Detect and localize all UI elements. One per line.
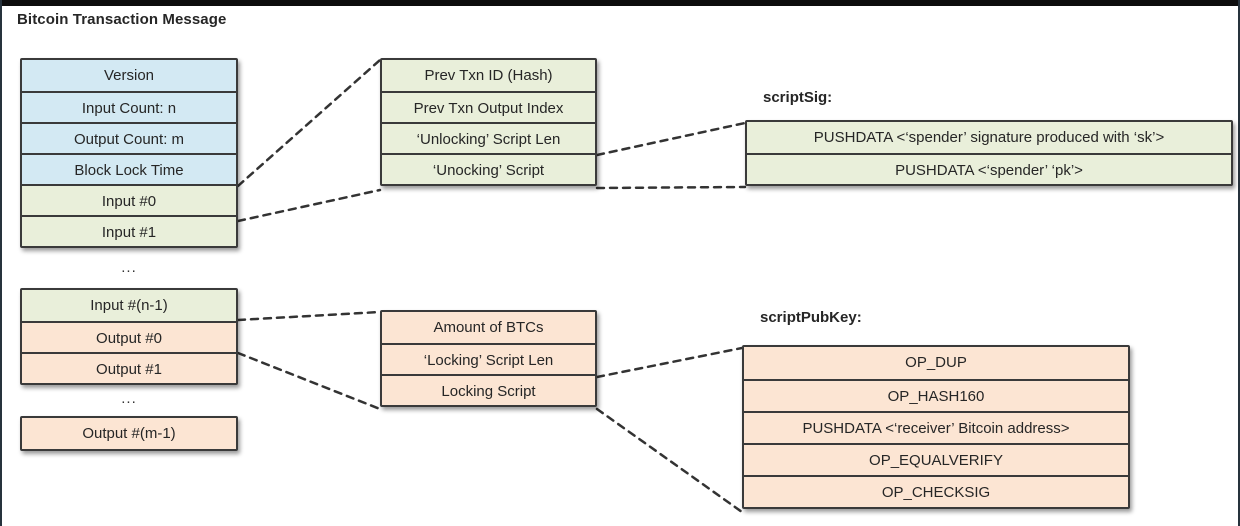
scriptsig-stack: PUSHDATA <‘spender’ signature produced w…: [745, 120, 1233, 186]
frame-left-border: [0, 0, 2, 526]
ellipsis-outputs: ...: [121, 390, 137, 407]
field-output-m1: Output #(m-1): [22, 418, 236, 449]
connector-locking-top: [595, 346, 744, 379]
field-block-lock-time: Block Lock Time: [22, 153, 236, 184]
field-input-1: Input #1: [22, 215, 236, 246]
field-input-n1: Input #(n-1): [22, 290, 236, 321]
field-amount-btc: Amount of BTCs: [382, 312, 595, 343]
output-structure-stack: Amount of BTCs ‘Locking’ Script Len Lock…: [380, 310, 597, 407]
connector-output0-top: [236, 310, 382, 322]
field-unlocking-script: ‘Unocking’ Script: [382, 153, 595, 184]
ellipsis-inputs: ...: [121, 259, 137, 276]
field-op-dup: OP_DUP: [744, 347, 1128, 379]
field-pushdata-pk: PUSHDATA <‘spender’ ‘pk’>: [747, 153, 1231, 184]
field-pushdata-receiver: PUSHDATA <‘receiver’ Bitcoin address>: [744, 411, 1128, 443]
field-op-equalverify: OP_EQUALVERIFY: [744, 443, 1128, 475]
field-unlocking-script-len: ‘Unlocking’ Script Len: [382, 122, 595, 153]
tx-message-stack-top: Version Input Count: n Output Count: m B…: [20, 58, 238, 248]
field-prev-txn-id: Prev Txn ID (Hash): [382, 60, 595, 91]
field-input-count: Input Count: n: [22, 91, 236, 122]
field-output-1: Output #1: [22, 352, 236, 383]
diagram-title: Bitcoin Transaction Message: [17, 11, 227, 28]
field-input-0: Input #0: [22, 184, 236, 215]
frame-top-border: [0, 0, 1240, 6]
field-prev-txn-index: Prev Txn Output Index: [382, 91, 595, 122]
field-op-checksig: OP_CHECKSIG: [744, 475, 1128, 507]
field-op-hash160: OP_HASH160: [744, 379, 1128, 411]
field-pushdata-signature: PUSHDATA <‘spender’ signature produced w…: [747, 122, 1231, 153]
field-output-0: Output #0: [22, 321, 236, 352]
connector-input0-bottom: [236, 188, 382, 223]
field-locking-script: Locking Script: [382, 374, 595, 405]
tx-message-stack-bottom: Input #(n-1) Output #0 Output #1: [20, 288, 238, 385]
connector-input0-top: [236, 58, 382, 188]
connector-output0-bottom: [236, 351, 382, 411]
field-output-count: Output Count: m: [22, 122, 236, 153]
frame-right-border: [1238, 0, 1240, 526]
scriptpubkey-label: scriptPubKey:: [760, 309, 862, 326]
input-structure-stack: Prev Txn ID (Hash) Prev Txn Output Index…: [380, 58, 597, 186]
output-m1-box: Output #(m-1): [20, 416, 238, 451]
scriptpubkey-stack: OP_DUP OP_HASH160 PUSHDATA <‘receiver’ B…: [742, 345, 1130, 509]
connector-unlocking-top: [595, 121, 747, 157]
connector-locking-bottom: [595, 407, 744, 514]
connector-unlocking-bottom: [595, 185, 747, 190]
field-version: Version: [22, 60, 236, 91]
field-locking-script-len: ‘Locking’ Script Len: [382, 343, 595, 374]
scriptsig-label: scriptSig:: [763, 89, 833, 106]
